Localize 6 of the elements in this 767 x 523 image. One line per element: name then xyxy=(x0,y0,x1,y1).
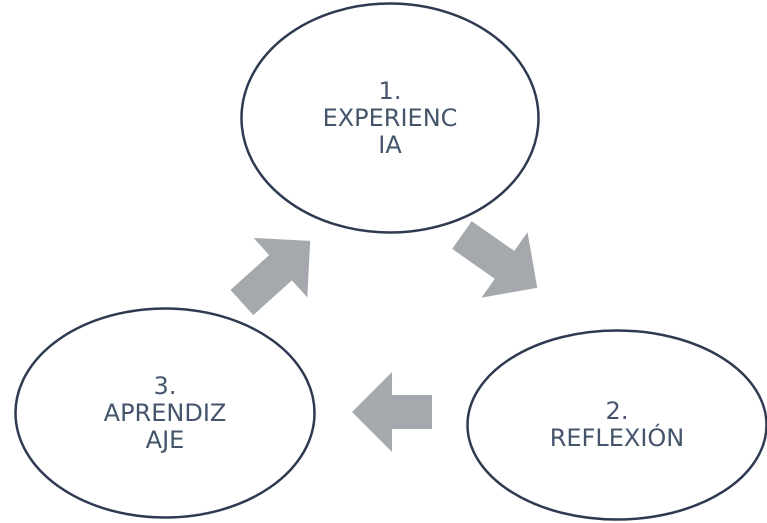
node-label: 3. APRENDIZAJE xyxy=(102,372,228,454)
node-label: 2. REFLEXIÓN xyxy=(548,398,686,452)
block-arrow xyxy=(452,221,538,298)
node-label: 1. EXPERIENCIA xyxy=(322,78,458,158)
block-arrow xyxy=(352,372,432,452)
block-arrow xyxy=(230,238,310,316)
